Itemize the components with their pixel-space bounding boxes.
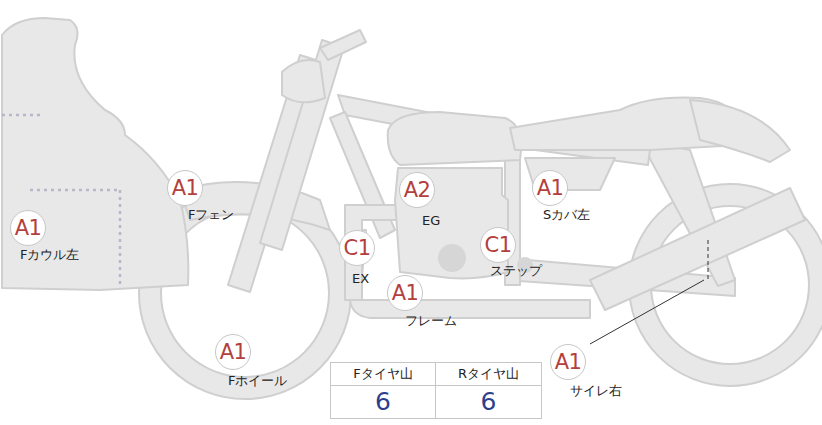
damage-callout: A1Sカバ左 [532, 170, 568, 206]
callout-circle: A1 [215, 334, 251, 370]
damage-callout: A1Fフェン [167, 170, 203, 206]
part-name: フレーム [405, 313, 457, 329]
damage-code: A1 [537, 178, 564, 199]
table-value: 6 [331, 386, 436, 418]
callout-circle: A1 [550, 344, 586, 380]
leader-line [590, 280, 704, 344]
part-name: Fフェン [188, 207, 234, 223]
part-name: EG [422, 213, 440, 229]
part-name: ステップ [490, 263, 542, 279]
callout-circle: A1 [532, 170, 568, 206]
damage-callout: A1Fホイール [215, 334, 251, 370]
tire-table: Fタイヤ山Rタイヤ山66 [330, 362, 542, 419]
damage-code: A1 [220, 342, 247, 363]
part-name: Sカバ左 [543, 207, 590, 223]
damage-code: A1 [392, 283, 419, 304]
callout-circle: C1 [480, 227, 516, 263]
table-header: Rタイヤ山 [436, 363, 541, 386]
damage-callout: C1EX [339, 230, 375, 266]
leader-line [708, 240, 709, 282]
table-header: Fタイヤ山 [331, 363, 436, 386]
part-name: Fカウル左 [20, 247, 79, 263]
damage-code: C1 [343, 238, 370, 259]
damage-callout: A1サイレ右 [550, 344, 586, 380]
table-value: 6 [436, 386, 541, 418]
damage-callout: A1フレーム [387, 275, 423, 311]
callout-circle: A2 [399, 172, 435, 208]
part-name: EX [352, 271, 369, 287]
damage-callout: C1ステップ [480, 227, 516, 263]
damage-callout: A1Fカウル左 [10, 210, 46, 246]
part-name: Fホイール [228, 373, 287, 389]
damage-code: A1 [15, 218, 42, 239]
callout-circle: C1 [339, 230, 375, 266]
damage-callout: A2EG [399, 172, 435, 208]
damage-code: A1 [555, 352, 582, 373]
part-name: サイレ右 [570, 383, 622, 399]
damage-code: A1 [172, 178, 199, 199]
callout-circle: A1 [167, 170, 203, 206]
callout-circle: A1 [387, 275, 423, 311]
damage-code: C1 [484, 235, 511, 256]
damage-code: A2 [404, 180, 431, 201]
callout-circle: A1 [10, 210, 46, 246]
